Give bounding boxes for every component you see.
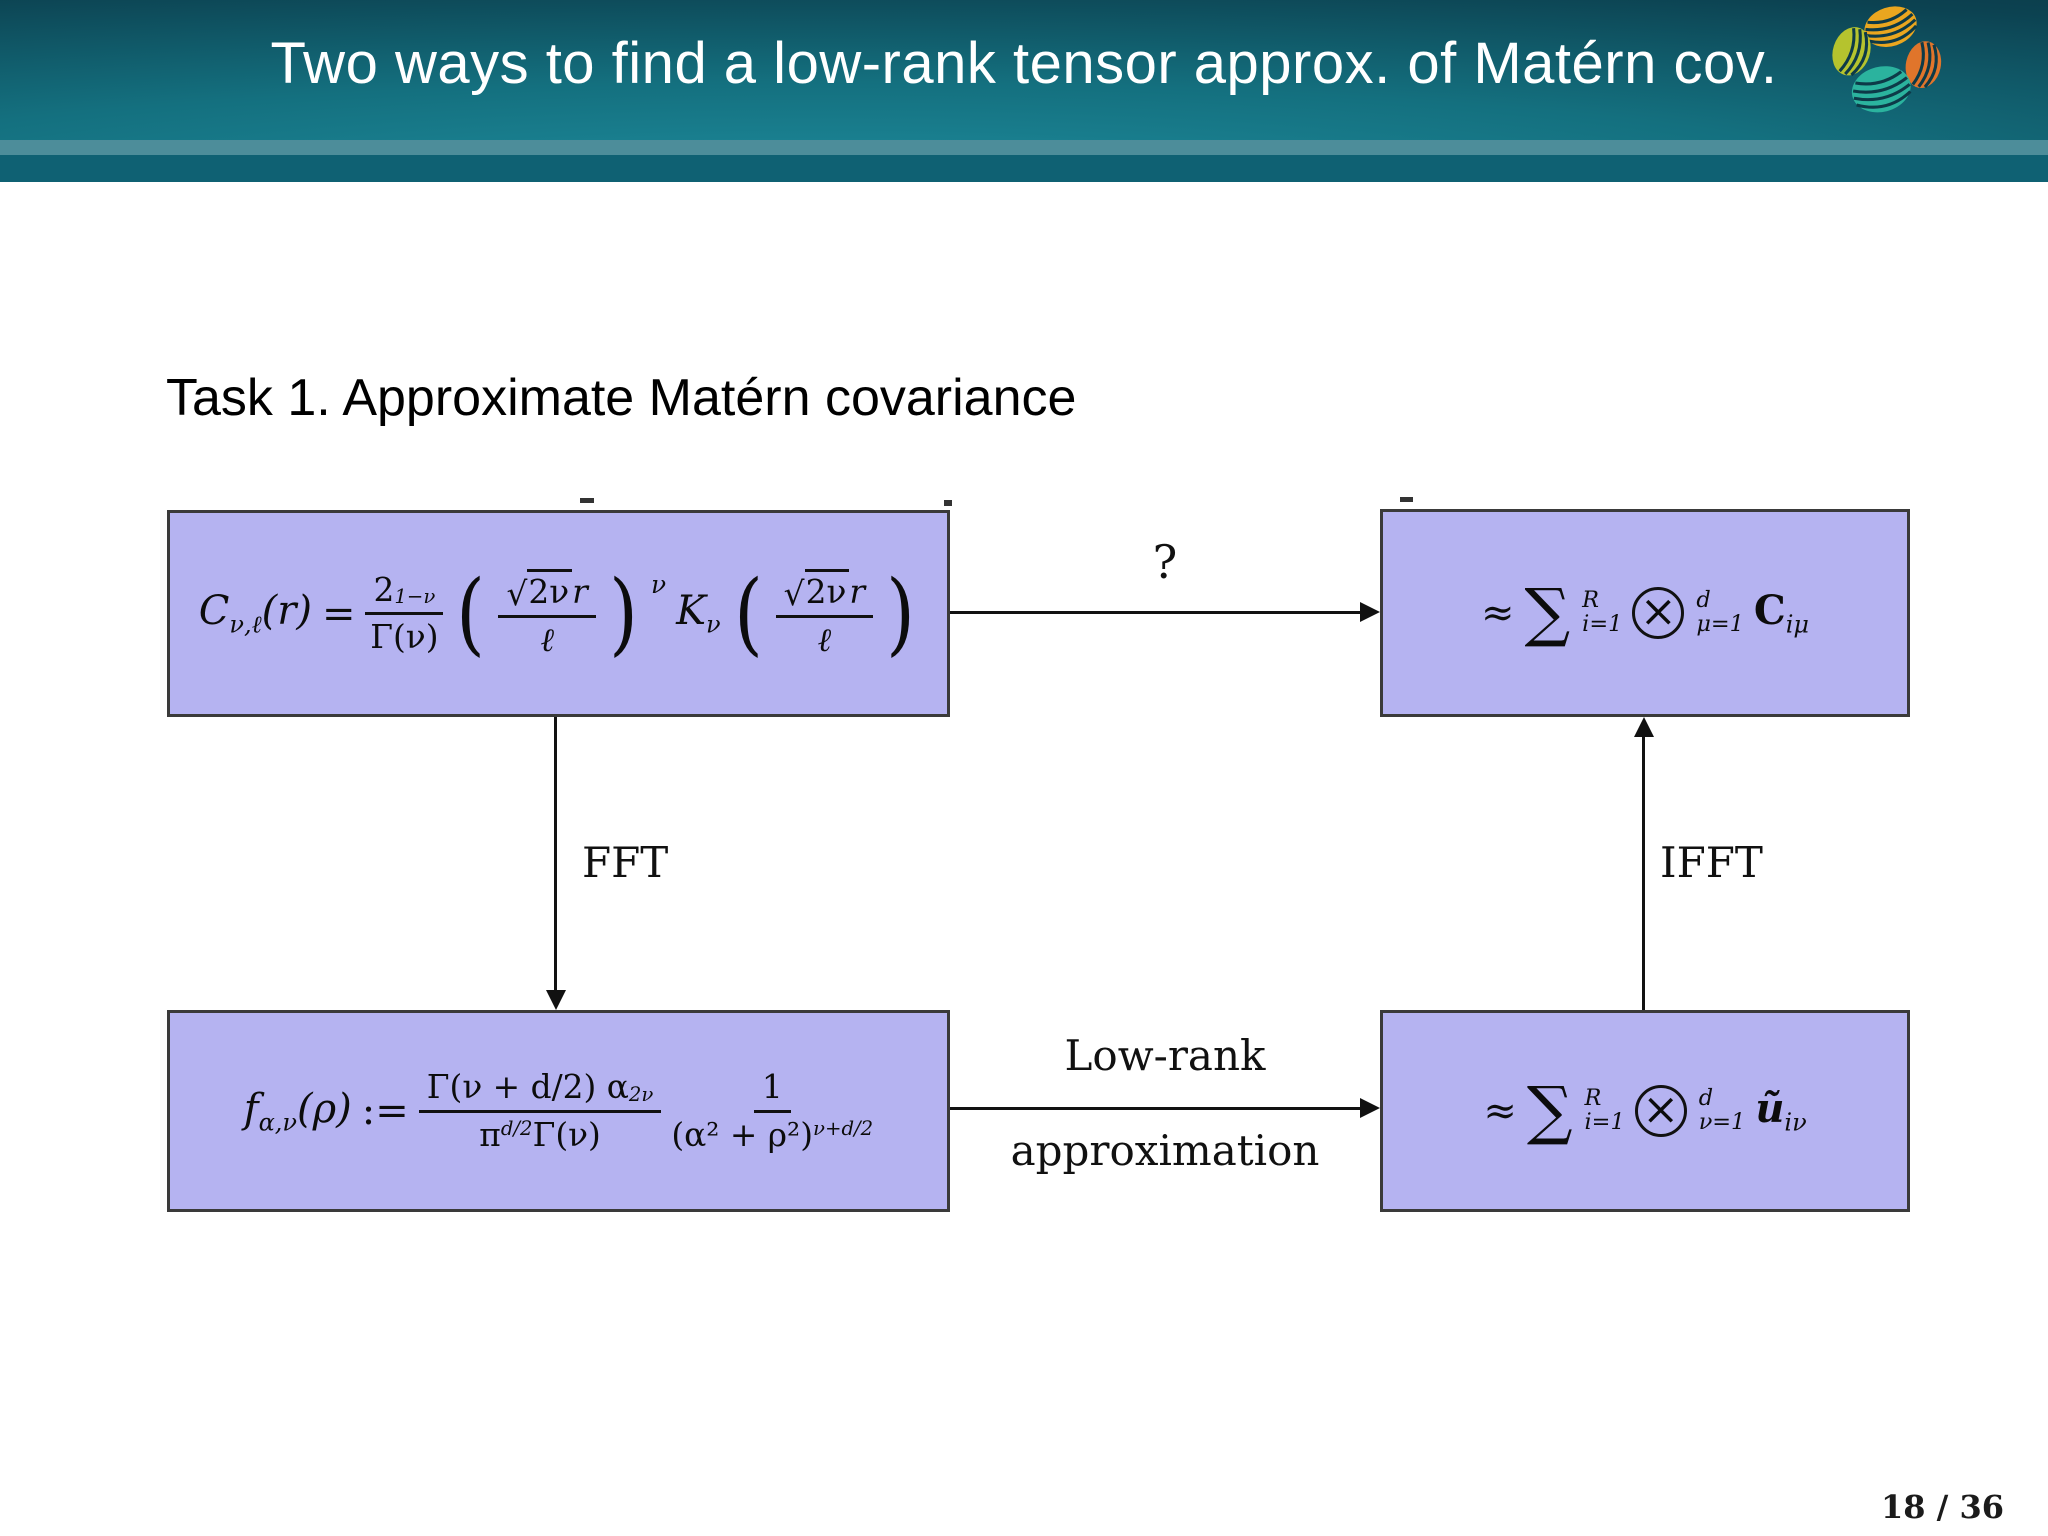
institution-logo-icon: [1832, 6, 1942, 113]
sum-operator: ∑: [1526, 1073, 1573, 1148]
math-token: Cν,ℓ(r): [198, 588, 312, 639]
arrow-top-head: [1360, 602, 1380, 622]
math-token: =: [321, 590, 356, 637]
arrow-label-fft: FFT: [582, 838, 669, 887]
otimes-icon: ×: [1632, 586, 1685, 639]
arrow-ifft-head: [1634, 717, 1654, 737]
arrow-label-question: ?: [1152, 535, 1178, 589]
header-stripe-dark: [0, 155, 2048, 182]
header-bar: Two ways to find a low-rank tensor appro…: [0, 0, 2048, 140]
math-token: ≈: [1480, 589, 1515, 636]
arrow-fft-line: [554, 717, 557, 997]
arrow-lowrank-line: [950, 1107, 1364, 1110]
task-heading: Task 1. Approximate Matérn covariance: [166, 369, 1077, 427]
sum-operator: ∑: [1524, 575, 1571, 650]
slide-title: Two ways to find a low-rank tensor appro…: [270, 31, 1778, 96]
header-stripe-light: [0, 140, 2048, 155]
math-token: :=: [361, 1088, 409, 1134]
arrow-label-lowrank-1: Low-rank: [1064, 1031, 1266, 1080]
arrow-label-ifft: IFFT: [1660, 838, 1763, 887]
page-number: 18 / 36: [1880, 1488, 2004, 1526]
math-fraction: 1 (α² + ρ²)ν+d/2: [671, 1068, 874, 1154]
crop-artifact-dash: [1400, 497, 1413, 502]
math-token: Kν: [676, 588, 721, 639]
arrow-lowrank-head: [1360, 1098, 1380, 1118]
math-token: Ciμ: [1753, 586, 1810, 638]
math-token: fα,ν(ρ): [243, 1085, 352, 1136]
math-exponent: ν: [650, 570, 667, 600]
arrow-fft-head: [546, 990, 566, 1010]
crop-artifact-dash: [944, 500, 952, 506]
crop-artifact-dash: [580, 498, 594, 503]
arrow-ifft-line: [1642, 734, 1645, 1010]
math-token: ≈: [1483, 1087, 1517, 1134]
arrow-label-lowrank-2: approximation: [1010, 1126, 1320, 1175]
arrow-top-line: [950, 611, 1364, 614]
otimes-icon: ×: [1634, 1084, 1687, 1137]
math-token: ũiν: [1755, 1084, 1807, 1136]
